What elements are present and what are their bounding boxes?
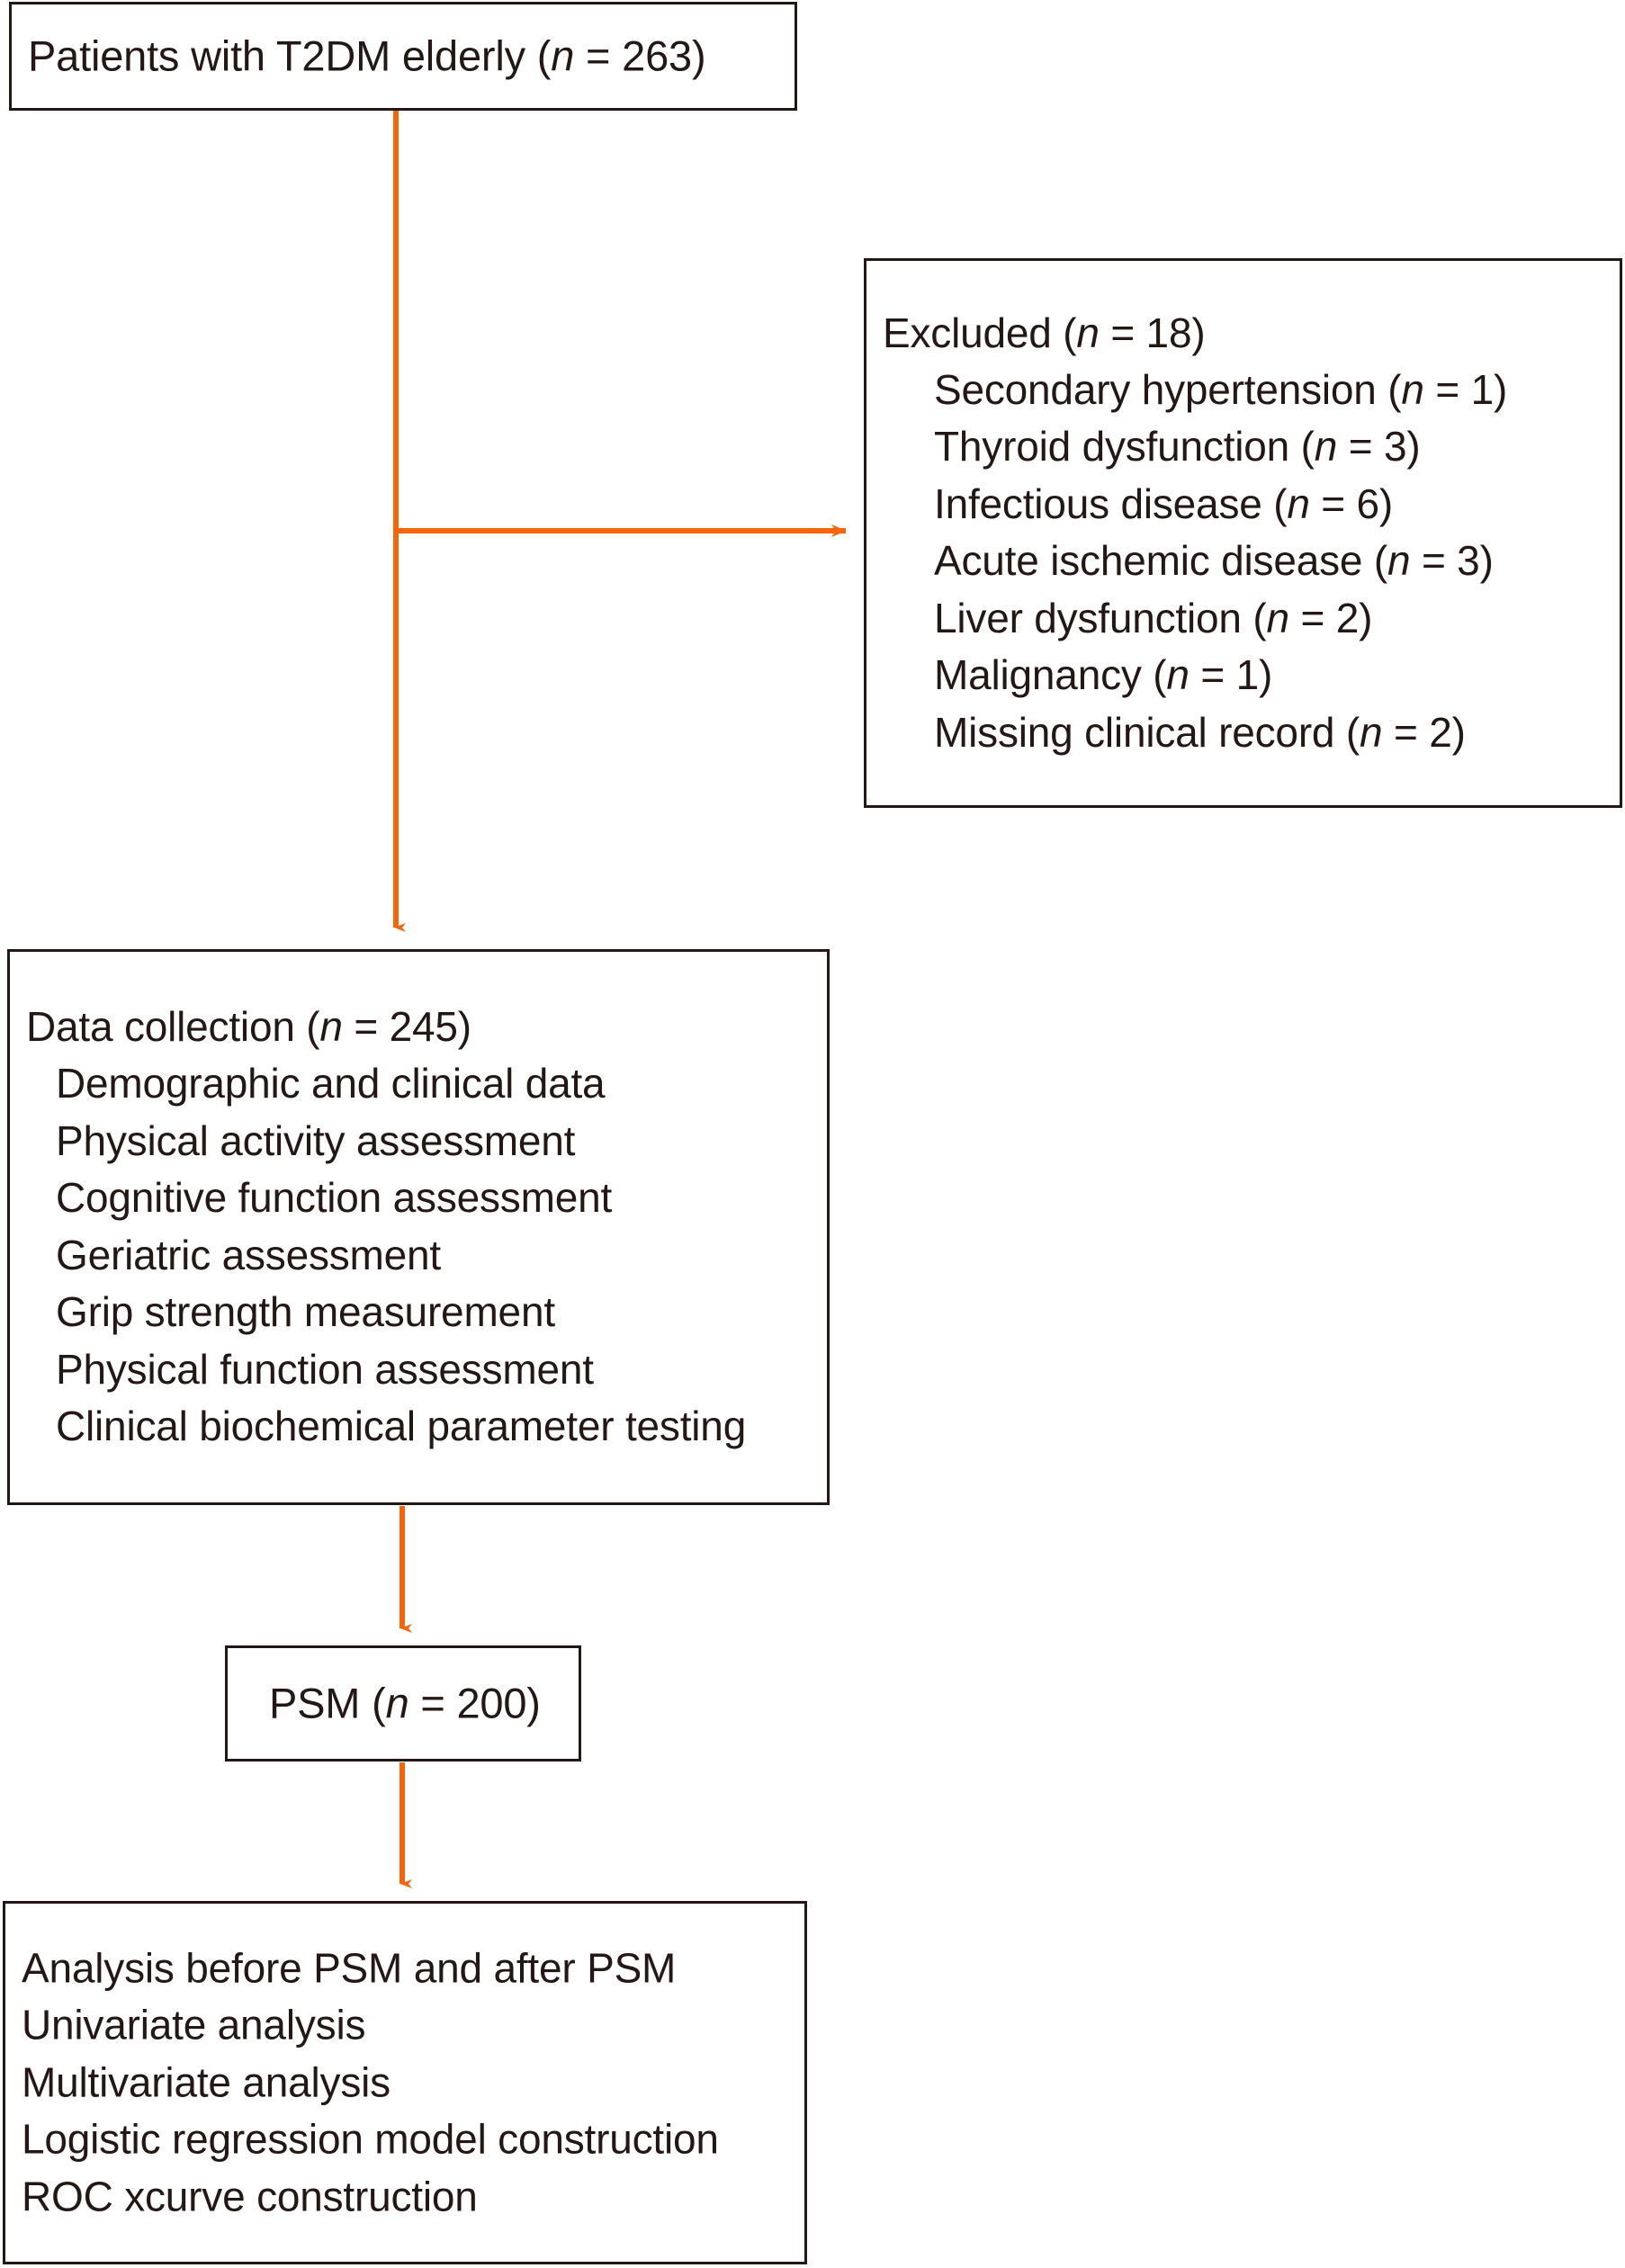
analysis-box: Analysis before PSM and after PSM Univar… xyxy=(3,1901,807,2264)
data-collection-header-line: Data collection (n = 245) xyxy=(26,1003,471,1051)
source-population-box-content: Patients with T2DM elderly (n = 263) xyxy=(12,27,795,85)
excluded-header-line: Excluded (n = 18) xyxy=(883,309,1206,356)
data-collection-item-demographic: Demographic and clinical data xyxy=(56,1060,606,1107)
data-collection-item-geriatric: Geriatric assessment xyxy=(56,1232,442,1278)
excluded-reason-thyroid-dysfunction: Thyroid dysfunction (n = 3) xyxy=(934,423,1421,471)
analysis-item-univariate: Univariate analysis xyxy=(22,2001,366,2048)
excluded-reason-secondary-hypertension: Secondary hypertension (n = 1) xyxy=(934,366,1508,414)
analysis-item-logistic-regression: Logistic regression model construction xyxy=(22,2115,719,2163)
analysis-item-before-after-psm: Analysis before PSM and after PSM xyxy=(22,1944,677,1992)
source-population-line: Patients with T2DM elderly (n = 263) xyxy=(28,31,706,80)
data-collection-item-physical-function: Physical function assessment xyxy=(56,1345,594,1393)
excluded-reason-acute-ischemic-disease: Acute ischemic disease (n = 3) xyxy=(934,537,1494,585)
analysis-item-roc-curve: ROC xcurve construction xyxy=(22,2173,478,2220)
excluded-box: Excluded (n = 18) Secondary hypertension… xyxy=(864,258,1622,808)
data-collection-item-grip-strength: Grip strength measurement xyxy=(56,1288,555,1336)
analysis-item-multivariate: Multivariate analysis xyxy=(22,2058,391,2106)
psm-box: PSM (n = 200) xyxy=(225,1645,581,1762)
psm-box-content: PSM (n = 200) xyxy=(228,1674,579,1733)
psm-line: PSM (n = 200) xyxy=(269,1679,541,1727)
data-collection-box-content: Data collection (n = 245) Demographic an… xyxy=(10,999,827,1456)
source-population-box: Patients with T2DM elderly (n = 263) xyxy=(9,2,797,111)
data-collection-box: Data collection (n = 245) Demographic an… xyxy=(7,949,830,1505)
data-collection-item-cognitive-function: Cognitive function assessment xyxy=(56,1174,613,1222)
analysis-box-content: Analysis before PSM and after PSM Univar… xyxy=(5,1940,804,2225)
excluded-reason-infectious-disease: Infectious disease (n = 6) xyxy=(934,480,1394,528)
excluded-reason-missing-clinical-record: Missing clinical record (n = 2) xyxy=(934,708,1466,756)
data-collection-item-physical-activity: Physical activity assessment xyxy=(56,1117,576,1165)
data-collection-item-biochemical: Clinical biochemical parameter testing xyxy=(56,1403,747,1450)
excluded-reason-liver-dysfunction: Liver dysfunction (n = 2) xyxy=(934,594,1373,641)
excluded-box-content: Excluded (n = 18) Secondary hypertension… xyxy=(866,305,1620,762)
excluded-reason-malignancy: Malignancy (n = 1) xyxy=(934,651,1273,699)
